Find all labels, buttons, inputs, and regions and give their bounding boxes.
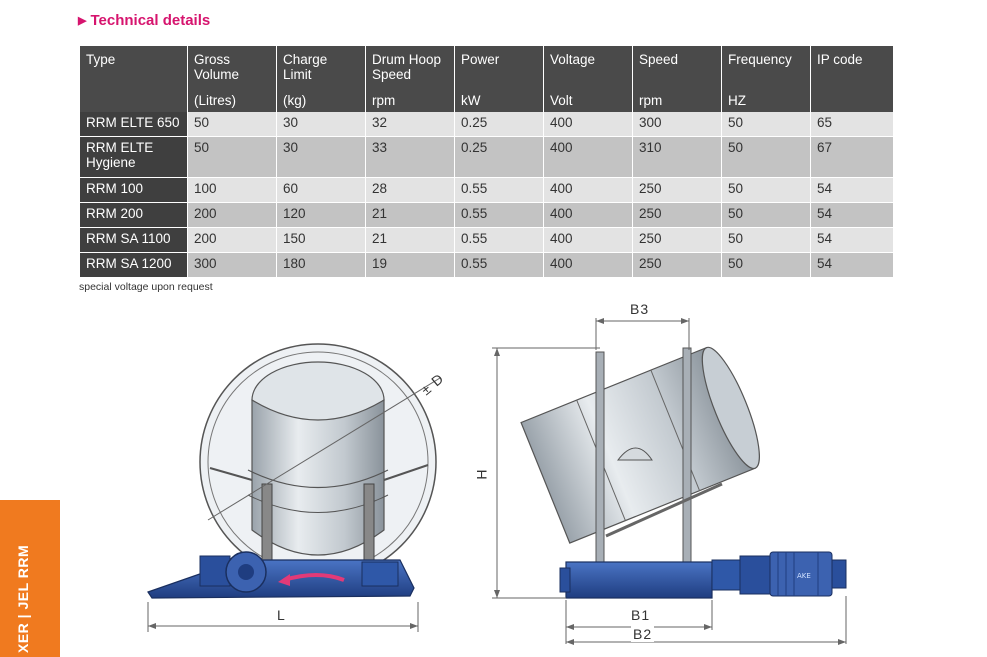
type-cell: RRM SA 1200 [80,253,187,278]
table-cell: 180 [277,253,365,278]
column-header: Charge Limit(kg) [277,46,365,112]
table-cell: 310 [633,137,721,178]
table-cell: 19 [366,253,454,278]
table-cell: 54 [811,228,893,253]
table-cell: 32 [366,112,454,137]
table-cell: 0.55 [455,228,543,253]
table-cell: 200 [188,228,276,253]
table-cell: 250 [633,178,721,203]
table-cell: 300 [188,253,276,278]
table-cell: 54 [811,253,893,278]
table-row: RRM 100 100 60 28 0.55 400 250 50 54 [80,178,893,203]
triangle-bullet-icon: ▶ [78,15,87,27]
footnote: special voltage upon request [79,281,213,293]
section-title-text: Technical details [90,12,211,29]
type-cell: RRM 100 [80,178,187,203]
table-row: RRM 200 200 120 21 0.55 400 250 50 54 [80,203,893,228]
table-cell: 250 [633,203,721,228]
table-cell: 30 [277,112,365,137]
front-view-drawing [147,343,441,632]
table-cell: 250 [633,253,721,278]
column-header: Type [80,46,187,112]
table-cell: 50 [188,137,276,178]
table-cell: 0.25 [455,112,543,137]
table-cell: 67 [811,137,893,178]
table-cell: 50 [722,203,810,228]
table-cell: 54 [811,203,893,228]
table-cell: 400 [544,253,632,278]
table-row: RRM ELTE Hygiene 50 30 33 0.25 400 310 5… [80,137,893,178]
table-cell: 0.55 [455,253,543,278]
table-cell: 21 [366,228,454,253]
table-cell: 28 [366,178,454,203]
dim-label-h: H [473,468,490,480]
table-cell: 65 [811,112,893,137]
table-cell: 60 [277,178,365,203]
table-cell: 200 [188,203,276,228]
table-row: RRM SA 1200 300 180 19 0.55 400 250 50 5… [80,253,893,278]
table-cell: 50 [188,112,276,137]
table-cell: 300 [633,112,721,137]
section-title: ▶Technical details [78,12,210,29]
frame-post-left [595,351,605,563]
hoop-arms [209,464,429,481]
table-cell: 33 [366,137,454,178]
technical-details-table: Type Gross Volume(Litres) Charge Limit(k… [79,46,894,278]
type-cell: RRM 200 [80,203,187,228]
table-cell: 0.25 [455,137,543,178]
type-cell: RRM SA 1100 [80,228,187,253]
table-cell: 400 [544,203,632,228]
table-cell: 100 [188,178,276,203]
dim-label-b1: B1 [631,607,651,623]
dim-label-b2: B2 [631,626,655,642]
diameter-line [207,377,441,521]
table-cell: 400 [544,112,632,137]
table-cell: 120 [277,203,365,228]
column-header: IP code [811,46,893,112]
table-cell: 400 [544,178,632,203]
table-cell: 21 [366,203,454,228]
table-cell: 50 [722,178,810,203]
table-cell: 400 [544,137,632,178]
table-row: RRM ELTE 650 50 30 32 0.25 400 300 50 65 [80,112,893,137]
dim-label-b3: B3 [630,301,650,317]
table-cell: 50 [722,228,810,253]
column-header: Gross Volume(Litres) [188,46,276,112]
table-cell: 250 [633,228,721,253]
table-cell: 50 [722,112,810,137]
table-header-row: Type Gross Volume(Litres) Charge Limit(k… [80,46,893,112]
type-cell: RRM ELTE Hygiene [80,137,187,178]
table-cell: 50 [722,137,810,178]
dim-label-l: L [277,607,286,623]
table-row: RRM SA 1100 200 150 21 0.55 400 250 50 5… [80,228,893,253]
table-cell: 400 [544,228,632,253]
side-view-drawing: AKE [492,318,847,645]
table-cell: 0.55 [455,178,543,203]
side-base [565,561,713,599]
drum-body [251,398,385,556]
table-cell: 54 [811,178,893,203]
type-cell: RRM ELTE 650 [80,112,187,137]
table-cell: 0.55 [455,203,543,228]
side-tab: XER | JEL RRM [0,500,60,657]
table-cell: 50 [722,253,810,278]
table-cell: 30 [277,137,365,178]
motor-label: AKE [797,572,811,580]
frame-post-right [682,347,692,563]
side-tab-text: XER | JEL RRM [15,544,31,653]
table-cell: 150 [277,228,365,253]
